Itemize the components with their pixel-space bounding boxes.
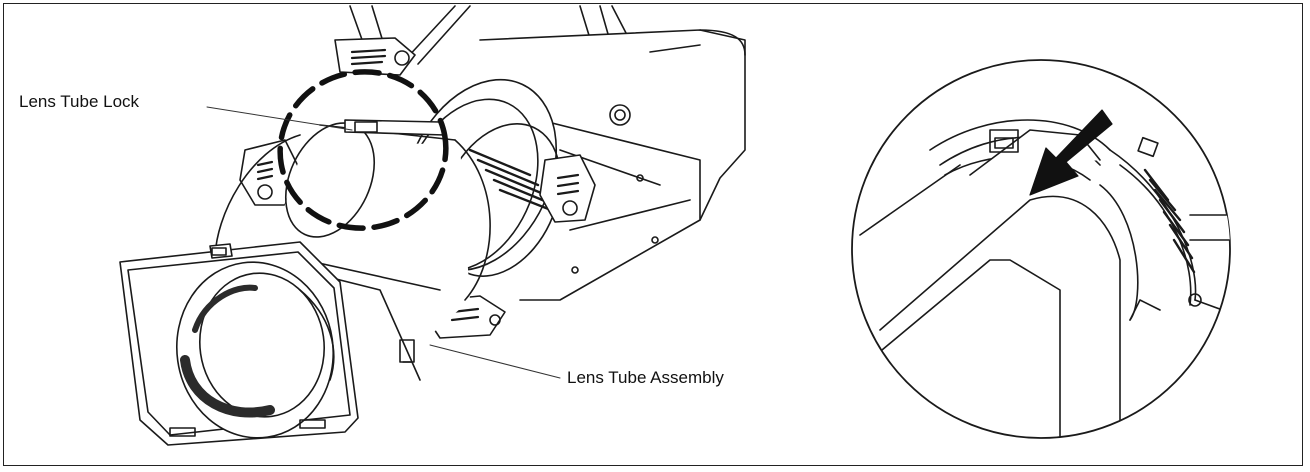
lens-tube-lock-label: Lens Tube Lock xyxy=(19,92,140,111)
assembly-leader-line xyxy=(429,344,561,379)
lock-leader-line xyxy=(206,106,353,131)
lock-highlight-circle xyxy=(277,69,449,231)
lens-tube-assembly-label: Lens Tube Assembly xyxy=(567,368,724,387)
bottom-knob xyxy=(399,339,415,363)
pull-direction-arrow xyxy=(1029,109,1113,196)
lock-handles xyxy=(239,37,631,339)
detail-magnifier xyxy=(851,59,1231,439)
front-lens-frame xyxy=(119,241,359,446)
